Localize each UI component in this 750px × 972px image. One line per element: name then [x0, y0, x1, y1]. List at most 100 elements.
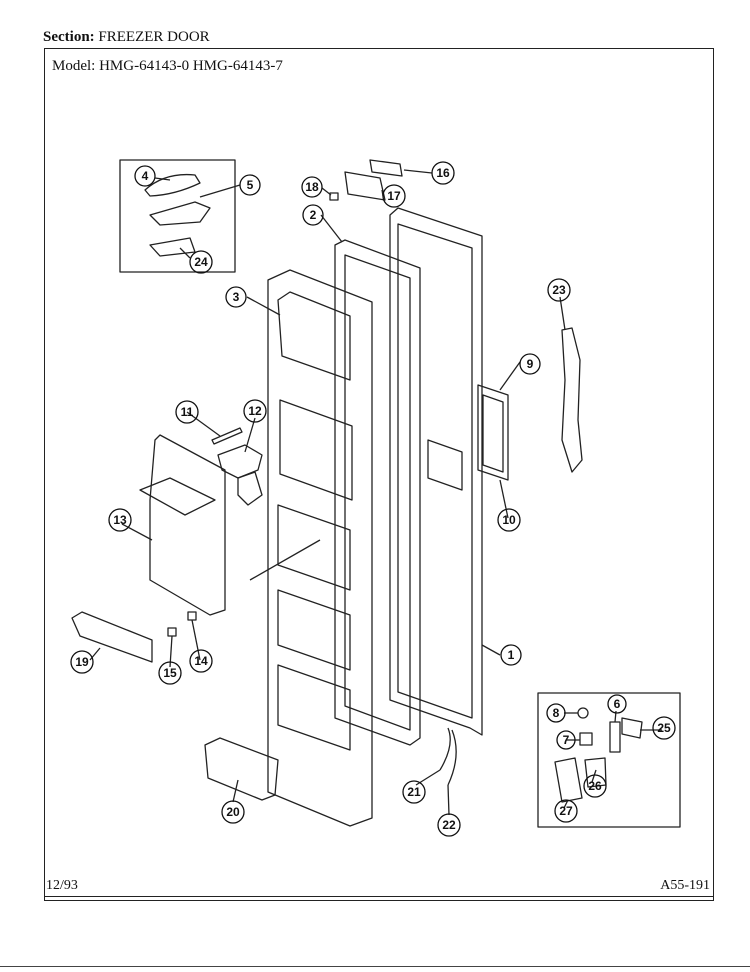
- liner-dispenser-opening: [279, 399, 353, 501]
- svg-text:11: 11: [181, 405, 194, 419]
- svg-text:10: 10: [502, 513, 516, 527]
- liner-shelf-2: [277, 589, 351, 671]
- part-1-label-area: [427, 439, 463, 491]
- callout-14: 14: [189, 649, 213, 673]
- model-numbers: HMG-64143-0 HMG-64143-7: [99, 58, 283, 74]
- part-17-bracket: [344, 171, 386, 201]
- callout-26: 26: [583, 774, 607, 798]
- callout-5: 5: [239, 174, 261, 196]
- section-value: FREEZER DOOR: [98, 29, 210, 45]
- model-line: Model: HMG-64143-0 HMG-64143-7: [52, 58, 283, 75]
- callout-22: 22: [437, 813, 461, 837]
- part-14-screw: [187, 611, 197, 621]
- svg-text:12: 12: [248, 404, 262, 418]
- part-27-hinge-base: [554, 757, 583, 803]
- part-22-wire: [447, 729, 457, 786]
- part-7-bushing: [579, 732, 593, 746]
- svg-text:4: 4: [142, 169, 149, 183]
- part-24-hinge-plate: [149, 237, 196, 257]
- liner-top-compartment: [277, 291, 351, 381]
- page-bottom-rule: [0, 966, 750, 967]
- part-1-inner-edge: [397, 223, 473, 719]
- part-5-hinge: [149, 201, 211, 226]
- part-3-door-liner: [267, 269, 373, 827]
- part-19-bin: [71, 611, 153, 663]
- callout-12: 12: [243, 399, 267, 423]
- svg-text:2: 2: [310, 208, 317, 222]
- part-16-bracket: [369, 159, 403, 177]
- svg-text:8: 8: [553, 706, 560, 720]
- svg-text:21: 21: [407, 785, 421, 799]
- callout-16: 16: [431, 161, 455, 185]
- part-2-gasket-inner: [344, 254, 411, 731]
- callout-15: 15: [158, 661, 182, 685]
- part-13-dispenser-housing: [149, 434, 226, 616]
- svg-text:9: 9: [527, 357, 534, 371]
- callout-27: 27: [554, 799, 578, 823]
- part-1-outer-door: [389, 207, 483, 736]
- part-4-cover: [144, 173, 201, 197]
- callout-13: 13: [108, 508, 132, 532]
- callout-24: 24: [189, 250, 213, 274]
- svg-text:13: 13: [113, 513, 127, 527]
- svg-text:1: 1: [508, 648, 515, 662]
- section-title: Section: FREEZER DOOR: [43, 29, 210, 46]
- part-11-rod: [211, 427, 243, 445]
- footer-date: 12/93: [46, 878, 78, 893]
- svg-text:26: 26: [588, 779, 602, 793]
- svg-text:27: 27: [559, 804, 573, 818]
- model-label: Model:: [52, 58, 96, 74]
- callout-6: 6: [607, 694, 627, 714]
- callout-21: 21: [402, 780, 426, 804]
- part-9-panel: [477, 384, 509, 481]
- svg-text:19: 19: [75, 655, 89, 669]
- callout-9: 9: [519, 353, 541, 375]
- callout-7: 7: [556, 730, 576, 750]
- svg-text:23: 23: [552, 283, 566, 297]
- callout-18: 18: [301, 176, 323, 198]
- svg-text:22: 22: [442, 818, 456, 832]
- svg-text:14: 14: [194, 654, 208, 668]
- part-6-plate: [609, 721, 621, 753]
- callout-23: 23: [547, 278, 571, 302]
- callout-20: 20: [221, 800, 245, 824]
- part-21-wire: [439, 727, 451, 771]
- callout-25: 25: [652, 716, 676, 740]
- callout-19: 19: [70, 650, 94, 674]
- callout-8: 8: [546, 703, 566, 723]
- svg-text:25: 25: [657, 721, 671, 735]
- inset-box-hinge-covers: [119, 159, 236, 273]
- part-12-cup: [217, 444, 263, 479]
- part-2-gasket: [334, 239, 421, 746]
- inset-box-hinge-assembly: [537, 692, 681, 828]
- part-20-bin: [204, 737, 279, 801]
- svg-text:24: 24: [194, 255, 208, 269]
- svg-text:16: 16: [436, 166, 450, 180]
- callout-3: 3: [225, 286, 247, 308]
- part-18-screw: [329, 192, 339, 201]
- part-25-hinge: [621, 717, 643, 739]
- callout-11: 11: [175, 400, 199, 424]
- liner-shelf-1: [277, 504, 351, 591]
- part-15-screw: [167, 627, 177, 637]
- svg-text:20: 20: [226, 805, 240, 819]
- callout-10: 10: [497, 508, 521, 532]
- svg-text:5: 5: [247, 178, 254, 192]
- svg-text:3: 3: [233, 290, 240, 304]
- callout-2: 2: [302, 204, 324, 226]
- callout-4: 4: [134, 165, 156, 187]
- part-23-handle: [561, 327, 583, 473]
- part-10-panel-frame: [482, 394, 504, 473]
- svg-text:7: 7: [563, 733, 570, 747]
- callout-17: 17: [382, 184, 406, 208]
- callout-1: 1: [500, 644, 522, 666]
- dispenser-top: [139, 477, 216, 516]
- footer-rule: [44, 896, 714, 897]
- liner-shelf-3: [277, 664, 351, 751]
- footer-code: A55-191: [660, 878, 710, 893]
- svg-text:15: 15: [163, 666, 177, 680]
- part-8-washer: [577, 707, 589, 719]
- part-12-chute: [237, 471, 263, 506]
- svg-text:18: 18: [305, 180, 319, 194]
